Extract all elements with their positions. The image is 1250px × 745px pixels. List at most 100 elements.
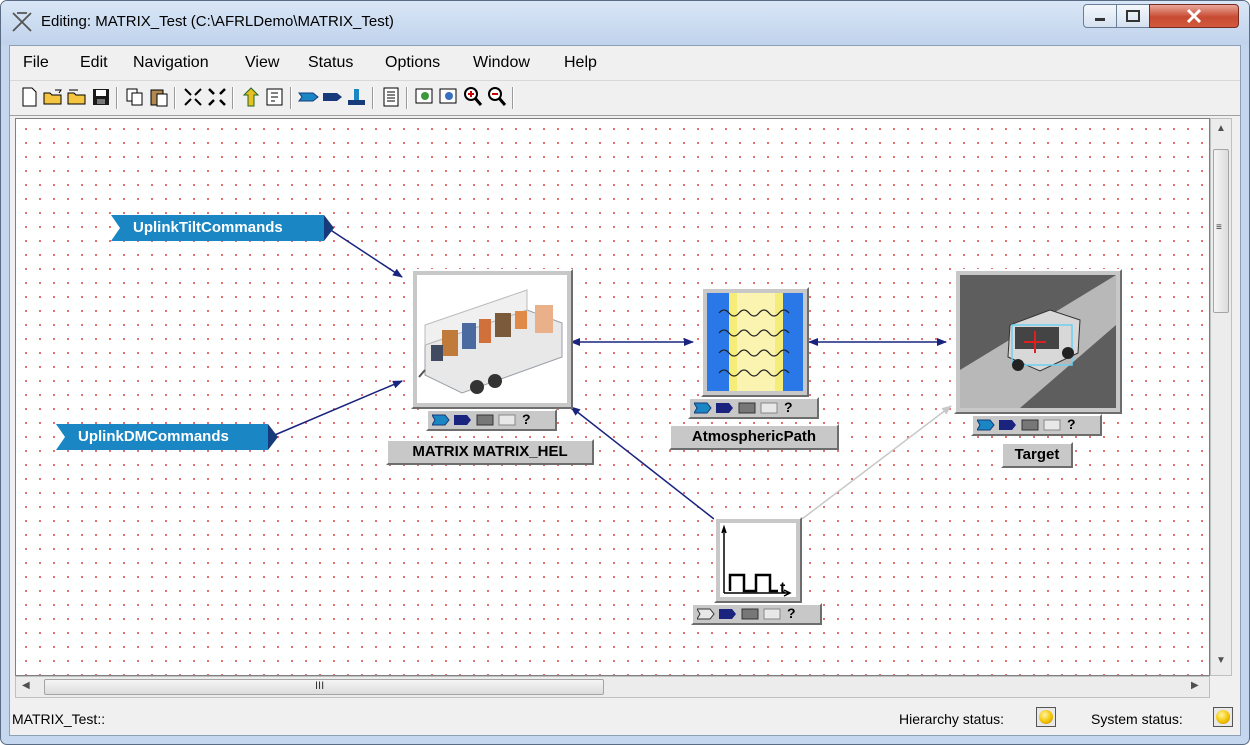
properties-icon[interactable]	[380, 86, 402, 108]
input-uplink-dm-label: UplinkDMCommands	[78, 428, 229, 445]
menu-options[interactable]: Options	[385, 54, 441, 71]
atmospheric-image	[707, 293, 803, 391]
input-status-icon	[977, 419, 995, 431]
param-status-icon	[476, 414, 494, 426]
block-matrix-hel-label: MATRIX MATRIX_HEL	[386, 439, 594, 465]
open-folder-icon[interactable]	[42, 86, 64, 108]
menu-edit[interactable]: Edit	[80, 54, 108, 71]
expand-icon[interactable]	[206, 86, 228, 108]
vertical-scrollbar[interactable]: ▲ ≡ ▼	[1210, 118, 1232, 676]
wire-pulse-to-hel[interactable]	[570, 406, 715, 520]
wire-dm-to-hel[interactable]	[269, 380, 403, 438]
block-target[interactable]	[954, 269, 1122, 414]
diagram-canvas[interactable]: UplinkTiltCommands UplinkDMCommands	[15, 118, 1210, 676]
status-bar: MATRIX_Test:: Hierarchy status: System s…	[10, 701, 1240, 735]
svg-text:t: t	[780, 580, 786, 597]
doc-status-icon	[498, 414, 516, 426]
hierarchy-status-indicator[interactable]	[1036, 707, 1056, 727]
help-status-icon: ?	[1067, 416, 1076, 432]
menu-window[interactable]: Window	[473, 54, 530, 71]
doc-status-icon	[760, 402, 778, 414]
output-port-icon[interactable]	[322, 86, 344, 108]
param-status-icon	[741, 608, 759, 620]
atmosphere-icon	[707, 293, 803, 391]
help-status-icon: ?	[784, 399, 793, 415]
block-atmospheric-path[interactable]	[701, 287, 809, 397]
hierarchy-status-label: Hierarchy status:	[899, 711, 1005, 727]
output-status-icon	[454, 415, 471, 425]
output-status-icon	[719, 609, 736, 619]
menu-view[interactable]: View	[245, 54, 280, 71]
app-logo-icon	[12, 12, 32, 32]
client-area: File Edit Navigation View Status Options…	[9, 45, 1241, 736]
toolbar	[10, 80, 1240, 116]
input-uplink-dm-commands[interactable]: UplinkDMCommands	[56, 424, 278, 450]
bus-port-icon[interactable]	[346, 86, 368, 108]
block-target-label: Target	[1001, 442, 1073, 468]
maximize-button[interactable]	[1116, 4, 1150, 28]
scroll-left-icon[interactable]: ◀	[22, 680, 30, 691]
doc-status-icon	[1043, 419, 1061, 431]
help-status-icon: ?	[787, 605, 796, 621]
target-image	[960, 275, 1116, 408]
scroll-right-icon[interactable]: ▶	[1191, 680, 1199, 691]
vertical-scroll-thumb[interactable]: ≡	[1213, 149, 1229, 313]
menu-navigation[interactable]: Navigation	[133, 54, 209, 71]
horizontal-grip-label: III	[315, 680, 325, 692]
horizontal-scroll-thumb[interactable]: III	[44, 679, 604, 695]
title-bar[interactable]: Editing: MATRIX_Test (C:\AFRLDemo\MATRIX…	[1, 1, 1249, 45]
hierarchy-icon[interactable]	[264, 86, 286, 108]
window-title: Editing: MATRIX_Test (C:\AFRLDemo\MATRIX…	[41, 13, 394, 30]
matrix-hel-status-bar[interactable]: ?	[426, 409, 557, 431]
trailer-icon	[418, 289, 563, 394]
menu-file[interactable]: File	[23, 54, 49, 71]
doc-status-icon	[763, 608, 781, 620]
zoom-out-icon[interactable]	[486, 86, 508, 108]
open-recent-icon[interactable]	[66, 86, 88, 108]
save-icon[interactable]	[90, 86, 112, 108]
param-status-icon	[1021, 419, 1039, 431]
system-status-indicator[interactable]	[1213, 707, 1233, 727]
output-status-icon	[716, 403, 733, 413]
scroll-down-icon[interactable]: ▼	[1216, 655, 1226, 666]
new-file-icon[interactable]	[18, 86, 40, 108]
horizontal-scrollbar[interactable]: ◀ III ▶	[15, 676, 1210, 698]
atmospheric-status-bar[interactable]: ?	[688, 397, 819, 419]
wire-tilt-to-hel[interactable]	[325, 226, 403, 278]
block-pulse-generator[interactable]: t	[714, 517, 802, 603]
zoom-in-window-icon[interactable]	[414, 86, 436, 108]
block-matrix-hel[interactable]	[411, 269, 573, 409]
paste-icon[interactable]	[148, 86, 170, 108]
maximize-icon	[1126, 10, 1140, 22]
minimize-icon	[1095, 18, 1105, 21]
close-icon	[1186, 8, 1202, 24]
status-path: MATRIX_Test::	[12, 711, 106, 727]
input-status-icon	[697, 608, 715, 620]
zoom-in-icon[interactable]	[462, 86, 484, 108]
wires-layer	[269, 226, 952, 520]
output-status-icon	[999, 420, 1016, 430]
pulse-status-bar[interactable]: ?	[691, 603, 822, 625]
input-status-icon	[694, 402, 712, 414]
navigate-up-icon[interactable]	[240, 86, 262, 108]
system-status-label: System status:	[1091, 711, 1183, 727]
close-button[interactable]	[1149, 4, 1239, 28]
input-status-icon	[432, 414, 450, 426]
input-port-icon[interactable]	[298, 86, 320, 108]
collapse-icon[interactable]	[182, 86, 204, 108]
menu-status[interactable]: Status	[308, 54, 354, 71]
target-status-bar[interactable]: ?	[971, 414, 1102, 436]
pulse-image: t	[720, 523, 796, 597]
status-light-icon	[1216, 710, 1230, 724]
scroll-up-icon[interactable]: ▲	[1216, 123, 1226, 134]
help-status-icon: ?	[522, 411, 531, 427]
zoom-out-window-icon[interactable]	[438, 86, 460, 108]
minimize-button[interactable]	[1083, 4, 1117, 28]
wire-pulse-to-target[interactable]	[801, 405, 952, 520]
input-uplink-tilt-commands[interactable]: UplinkTiltCommands	[111, 215, 334, 241]
menu-help[interactable]: Help	[564, 54, 597, 71]
copy-icon[interactable]	[124, 86, 146, 108]
menu-bar: File Edit Navigation View Status Options…	[10, 46, 1240, 80]
target-vehicle-icon	[960, 275, 1116, 408]
status-light-icon	[1039, 710, 1053, 724]
